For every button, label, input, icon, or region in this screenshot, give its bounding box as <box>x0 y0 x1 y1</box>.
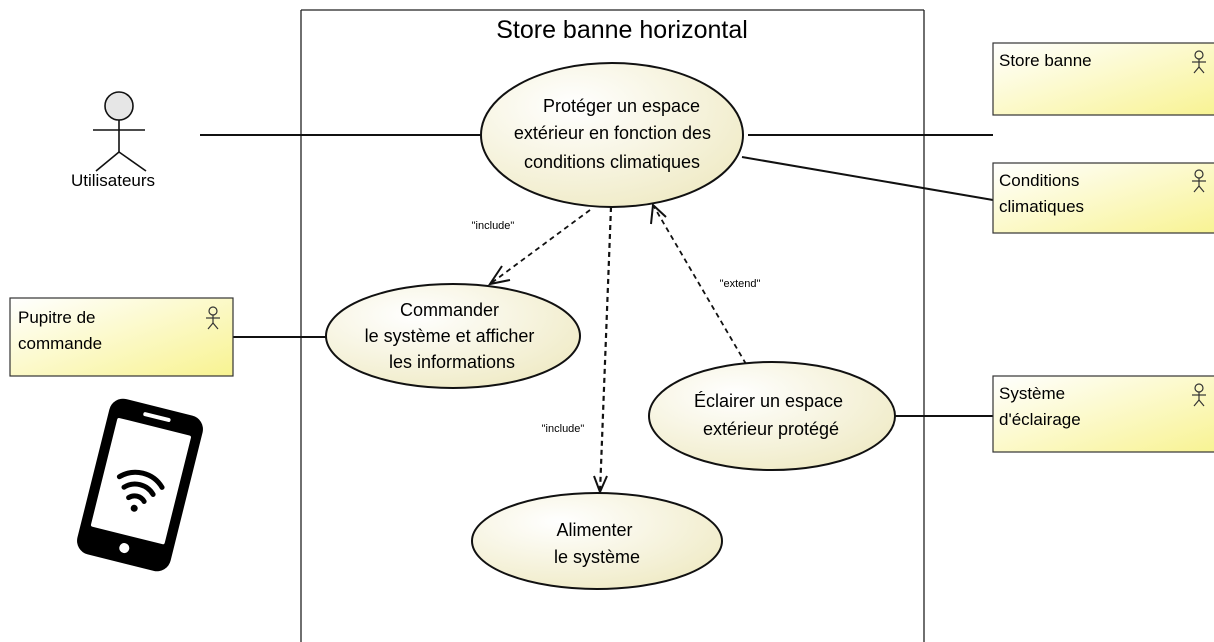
actor-pupitre-de-commande[interactable]: Pupitre de commande <box>9 297 234 377</box>
actor-systeme-eclairage[interactable]: Système d'éclairage <box>992 375 1214 453</box>
system-title: Store banne horizontal <box>496 16 748 44</box>
usecase-eclairer-label: Éclairer un espace extérieur protégé <box>694 391 848 439</box>
usecase-commander[interactable]: Commander le système et afficher les inf… <box>325 283 581 389</box>
usecase-commander-label: Commander le système et afficher les inf… <box>365 300 540 372</box>
usecase-alimenter-label: Alimenter le système <box>554 520 640 567</box>
usecase-alimenter[interactable]: Alimenter le système <box>471 492 723 590</box>
actor-icon <box>1192 169 1206 193</box>
include-commander-label: "include" <box>472 220 515 232</box>
actor-pupitre-label: Pupitre de commande <box>18 308 102 353</box>
stick-figure-icon <box>93 91 147 172</box>
usecase-eclairer[interactable]: Éclairer un espace extérieur protégé <box>648 361 896 471</box>
actor-icon <box>206 306 220 330</box>
extend-arrow <box>650 202 747 365</box>
actor-utilisateurs-label: Utilisateurs <box>71 171 155 190</box>
usecase-proteger[interactable]: Protéger un espace extérieur en fonction… <box>480 62 744 208</box>
actor-store-banne-label: Store banne <box>999 51 1092 70</box>
extend-label: "extend" <box>720 278 761 290</box>
system-boundary: Store banne horizontal <box>300 9 925 642</box>
usecase-proteger-label: Protéger un espace extérieur en fonction… <box>514 96 716 172</box>
include-commander-arrow <box>487 209 591 286</box>
include-alimenter-label: "include" <box>542 423 585 435</box>
actor-store-banne[interactable]: Store banne <box>992 42 1214 116</box>
actor-icon <box>1192 383 1206 407</box>
actor-utilisateurs[interactable]: Utilisateurs <box>71 91 155 190</box>
include-alimenter-arrow <box>593 206 613 495</box>
actor-conditions-label: Conditions climatiques <box>999 171 1084 216</box>
associations <box>200 134 994 417</box>
actor-icon <box>1192 50 1206 74</box>
smartphone-wifi-icon <box>77 398 203 572</box>
actor-conditions-climatiques[interactable]: Conditions climatiques <box>992 162 1214 234</box>
actor-eclairage-label: Système d'éclairage <box>999 384 1081 429</box>
